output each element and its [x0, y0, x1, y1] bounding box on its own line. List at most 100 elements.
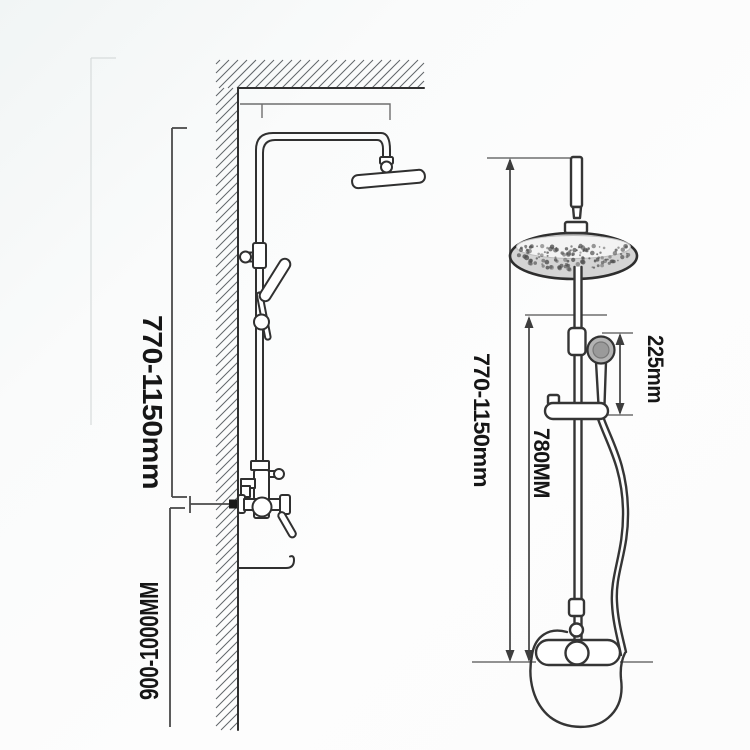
- hatch-line: [215, 136, 239, 160]
- shower-hose: [529, 417, 630, 729]
- hatch-line: [215, 334, 239, 358]
- speckle-dot: [537, 252, 540, 256]
- speckle-dot: [590, 250, 595, 256]
- speckle-dot: [608, 255, 612, 259]
- speckle-dot: [549, 265, 554, 270]
- speckle-dot: [563, 257, 568, 262]
- speckle-dot: [516, 253, 521, 258]
- speckle-dot: [570, 245, 573, 248]
- hatch-line: [290, 59, 320, 89]
- dim-label-left-supply-height: 900-1000MM: [134, 582, 164, 700]
- hatch-line: [215, 559, 239, 583]
- speckle-dot: [566, 253, 568, 256]
- hose-connector: [567, 597, 586, 638]
- hatch-line: [215, 217, 239, 241]
- slider-ring: [253, 313, 270, 331]
- wall-hatching: [215, 59, 425, 731]
- shower-head-left: [351, 156, 426, 190]
- hatch-line: [215, 505, 239, 529]
- hatch-line: [215, 640, 239, 664]
- hatch-line: [215, 631, 239, 655]
- hatch-line: [215, 226, 239, 250]
- hatch-line: [215, 109, 239, 133]
- hatch-line: [215, 370, 239, 394]
- speckle-dot: [587, 247, 590, 250]
- hatch-line: [215, 685, 239, 709]
- hatch-line: [362, 59, 392, 89]
- hatch-line: [215, 586, 239, 610]
- hatch-line: [215, 118, 239, 142]
- top-arm-dimension-bracket: [240, 103, 391, 120]
- hatch-line: [353, 59, 383, 89]
- hose-hook-line: [238, 555, 295, 569]
- hatch-line: [215, 451, 239, 475]
- speckle-dot: [541, 258, 546, 263]
- hatch-line: [398, 62, 425, 89]
- hatch-line: [215, 667, 239, 691]
- hatch-line: [215, 253, 239, 277]
- speckle-dot: [571, 257, 576, 262]
- hatch-line: [215, 676, 239, 700]
- left-view-wall-drawing: 770-1150mm 900-1000MM: [134, 59, 426, 731]
- speckle-dot: [529, 258, 533, 263]
- hatch-line: [344, 59, 374, 89]
- hatch-line: [215, 424, 239, 448]
- speckle-dot: [546, 246, 549, 250]
- hand-shower-left: [252, 242, 292, 341]
- speckle-dot: [524, 255, 530, 261]
- speckle-dot: [554, 256, 557, 259]
- wall-edges: [237, 87, 425, 731]
- speckle-dot: [571, 252, 575, 256]
- hatch-line: [215, 361, 239, 385]
- hatch-line: [416, 80, 425, 89]
- speckle-dot: [540, 253, 544, 257]
- hatch-line: [254, 59, 284, 89]
- hatch-line: [215, 658, 239, 682]
- speckle-dot: [549, 265, 553, 269]
- speckle-dot: [541, 263, 544, 266]
- speckle-dot: [526, 251, 530, 255]
- hatch-line: [335, 59, 365, 89]
- speckle-dot: [544, 259, 550, 265]
- speckle-dot: [625, 255, 629, 259]
- hatch-line: [215, 703, 239, 727]
- speckle-dot: [549, 244, 555, 249]
- hatch-line: [215, 604, 239, 628]
- hatch-line: [215, 127, 239, 151]
- hatch-line: [299, 59, 329, 89]
- hatch-line: [215, 145, 239, 169]
- hatch-line: [263, 59, 293, 89]
- hatch-line: [215, 59, 239, 83]
- speckle-dot: [564, 247, 569, 251]
- speckle-dot: [606, 258, 609, 261]
- dim-label-left-riser-range: 770-1150mm: [137, 315, 168, 489]
- hatch-line: [215, 694, 239, 718]
- speckle-dot: [580, 259, 585, 264]
- speckle-dot: [543, 251, 546, 254]
- speckle-dot: [614, 248, 618, 252]
- hatch-line: [215, 379, 239, 403]
- hatch-line: [215, 244, 239, 268]
- hatch-line: [215, 577, 239, 601]
- hatch-line: [371, 59, 401, 89]
- speckle-dot: [599, 251, 602, 254]
- speckle-dot: [546, 251, 549, 255]
- speckle-dot: [619, 252, 623, 256]
- speckle-dot: [563, 264, 568, 269]
- hatch-line: [215, 478, 239, 502]
- hatch-line: [215, 442, 239, 466]
- speckle-dot: [588, 257, 591, 260]
- speckle-dot: [547, 251, 549, 254]
- hatch-line: [215, 568, 239, 592]
- riser-pipe-right: [573, 265, 583, 642]
- speckle-dot: [529, 261, 533, 266]
- speckle-dot: [598, 246, 601, 248]
- hatch-line: [215, 172, 239, 196]
- speckle-dot: [524, 244, 528, 248]
- hatch-line: [215, 298, 239, 322]
- speckle-dot: [602, 246, 606, 250]
- hatch-line: [236, 59, 266, 89]
- speckle-dot: [591, 243, 596, 249]
- speckle-dot: [579, 251, 582, 254]
